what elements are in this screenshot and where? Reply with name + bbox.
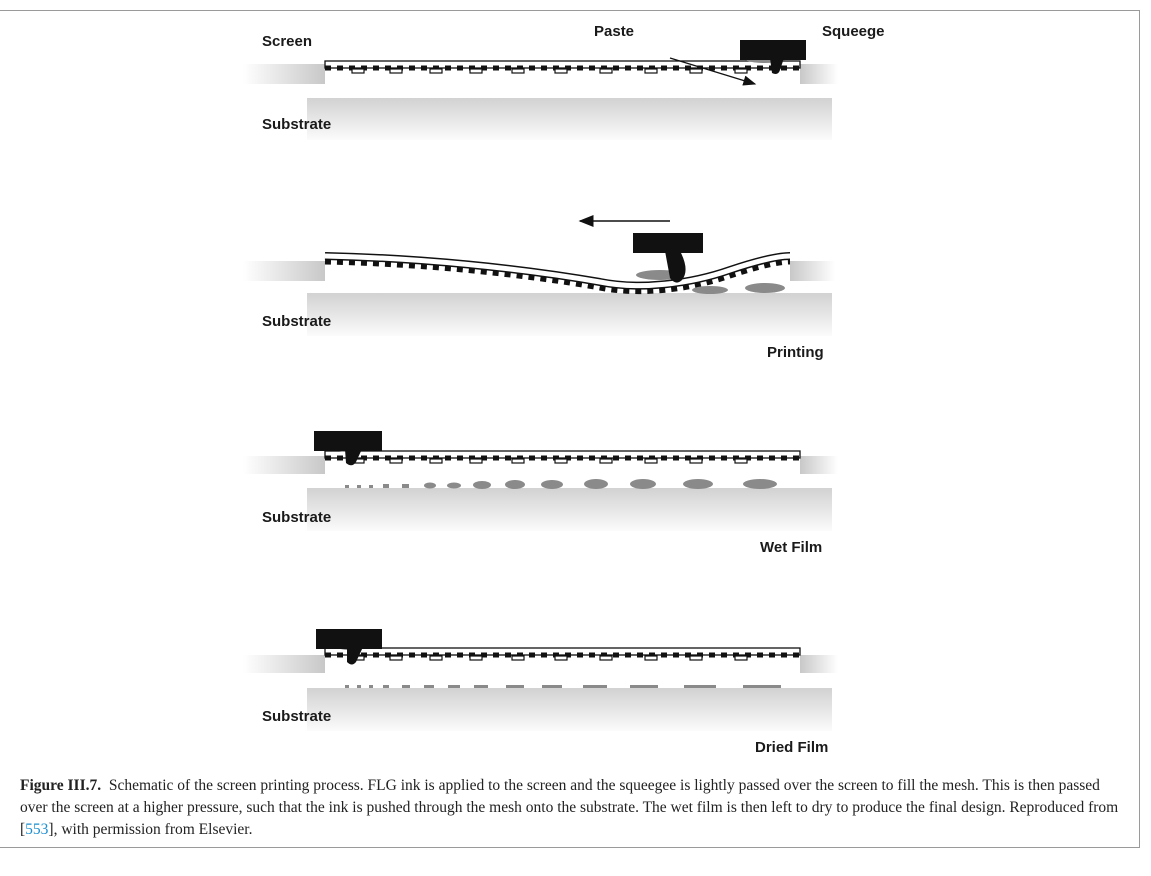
dried-film-deposits — [345, 685, 781, 688]
paste-pointer-arrow — [669, 57, 757, 86]
screen-mesh — [324, 450, 801, 464]
stage-label-dried-film: Dried Film — [755, 739, 828, 756]
figure-frame — [0, 10, 1140, 848]
squeegee — [316, 629, 382, 665]
right-support — [790, 261, 835, 281]
figure-label: Figure III.7. — [20, 777, 102, 794]
screen-label: Screen — [262, 33, 312, 50]
substrate-block — [307, 488, 832, 531]
figure-caption: Figure III.7. Schematic of the screen pr… — [20, 775, 1125, 841]
screen-mesh — [324, 252, 791, 295]
right-support — [800, 64, 838, 84]
printed-deposits — [692, 283, 785, 294]
caption-text-end: ], with permission from Elsevier. — [48, 821, 253, 838]
substrate-label: Substrate — [262, 116, 331, 133]
left-support — [243, 456, 325, 474]
panel-wet-film: Substrate Wet Film — [243, 431, 838, 556]
squeegee-label: Squeege — [822, 23, 885, 40]
left-support — [243, 64, 325, 84]
substrate-block — [307, 293, 832, 336]
right-support — [800, 655, 838, 673]
squeegee — [314, 431, 382, 466]
screen-mesh — [324, 60, 801, 74]
reference-link[interactable]: 553 — [25, 821, 49, 838]
squeegee — [740, 40, 806, 74]
left-support — [243, 655, 325, 673]
panel-dried-film: Substrate Dried Film — [243, 629, 838, 756]
substrate-label: Substrate — [262, 708, 331, 725]
panel-printing: Substrate Printing — [243, 215, 835, 361]
substrate-block — [307, 688, 832, 731]
left-support — [243, 261, 325, 281]
wet-film-deposits — [345, 479, 777, 489]
substrate-label: Substrate — [262, 313, 331, 330]
screen-mesh — [324, 647, 801, 661]
right-support — [800, 456, 838, 474]
paste-label: Paste — [594, 23, 634, 40]
panel-initial: Screen Paste Squeege Substrate — [243, 23, 885, 140]
screen-printing-diagram: Screen Paste Squeege Substrate Substrate… — [243, 23, 885, 756]
caption-text: Schematic of the screen printing process… — [20, 777, 1119, 838]
squeegee — [633, 233, 703, 283]
stage-label-printing: Printing — [767, 344, 824, 361]
stage-label-wet-film: Wet Film — [760, 539, 822, 556]
substrate-label: Substrate — [262, 509, 331, 526]
substrate-block — [307, 98, 832, 140]
